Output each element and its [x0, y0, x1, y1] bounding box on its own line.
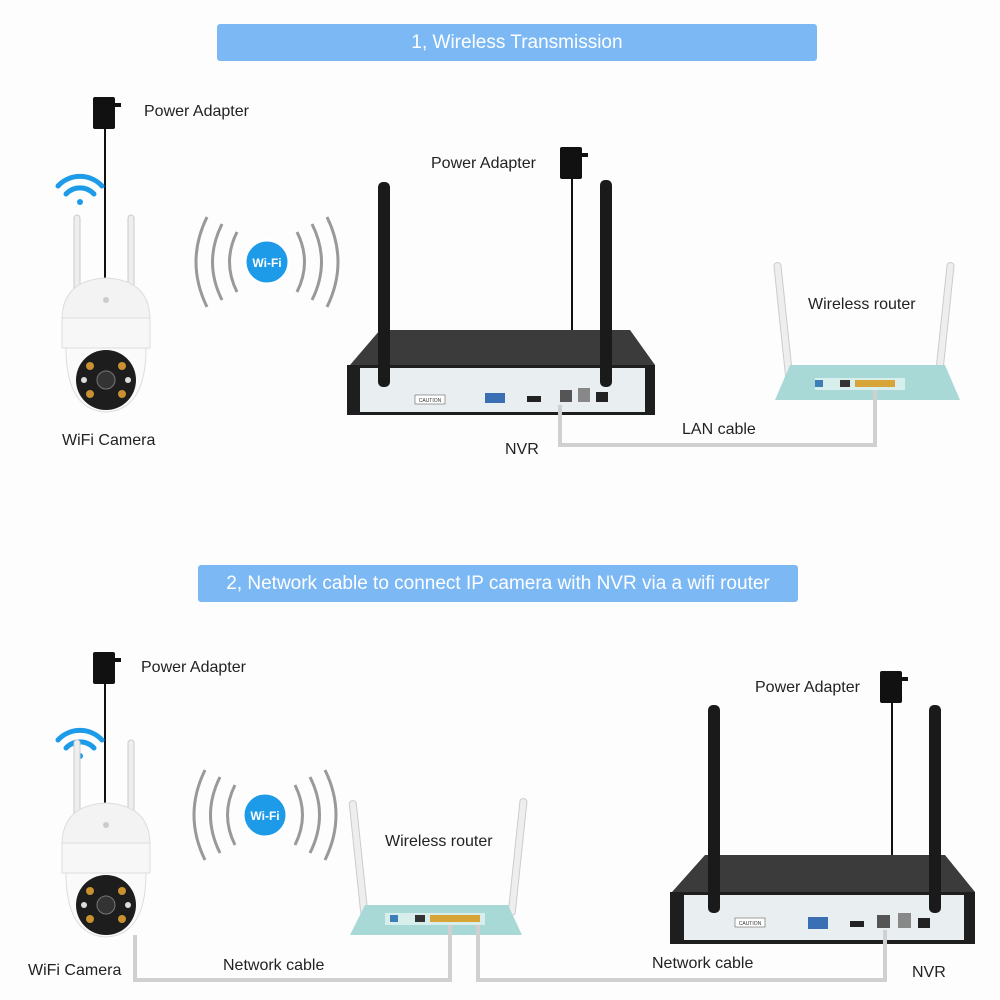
network-cable-left — [133, 925, 452, 982]
camera-label: WiFi Camera — [28, 962, 122, 979]
caution-label: CAUTION — [419, 398, 442, 404]
wifi-badge-text: Wi-Fi — [252, 256, 281, 270]
wireless-router-2 — [348, 798, 528, 935]
nvr-power-adapter-2 — [880, 671, 908, 858]
wifi-waves-icon: Wi-Fi — [194, 215, 340, 309]
lan-cable — [558, 390, 877, 447]
nvr-1: CAUTION — [347, 180, 655, 415]
wifi-badge-text: Wi-Fi — [250, 809, 279, 823]
camera-power-adapter-2 — [93, 652, 121, 810]
section-2-title-banner: 2, Network cable to connect IP camera wi… — [198, 565, 798, 602]
camera-label: WiFi Camera — [62, 432, 156, 449]
nvr-label: NVR — [505, 441, 539, 458]
nvr-power-adapter-label: Power Adapter — [755, 679, 860, 696]
router-label: Wireless router — [385, 833, 493, 850]
network-cable-right — [476, 925, 887, 982]
nvr-power-adapter-label: Power Adapter — [431, 155, 536, 172]
nvr-power-adapter-1 — [560, 147, 588, 335]
network-cable-label-right: Network cable — [652, 955, 754, 972]
camera-power-adapter-1 — [93, 97, 121, 290]
wifi-icon — [58, 176, 102, 205]
lan-cable-label: LAN cable — [682, 421, 756, 438]
network-cable-label-left: Network cable — [223, 957, 325, 974]
section-1-title-banner: 1, Wireless Transmission — [217, 24, 817, 61]
nvr-label: NVR — [912, 964, 946, 981]
caution-label: CAUTION — [739, 921, 762, 927]
wifi-waves-icon: Wi-Fi — [192, 768, 338, 862]
router-label: Wireless router — [808, 296, 916, 313]
camera-power-adapter-label: Power Adapter — [141, 659, 246, 676]
camera-power-adapter-label: Power Adapter — [144, 103, 249, 120]
nvr-2: CAUTION — [670, 705, 975, 944]
wireless-router-1 — [773, 262, 960, 400]
